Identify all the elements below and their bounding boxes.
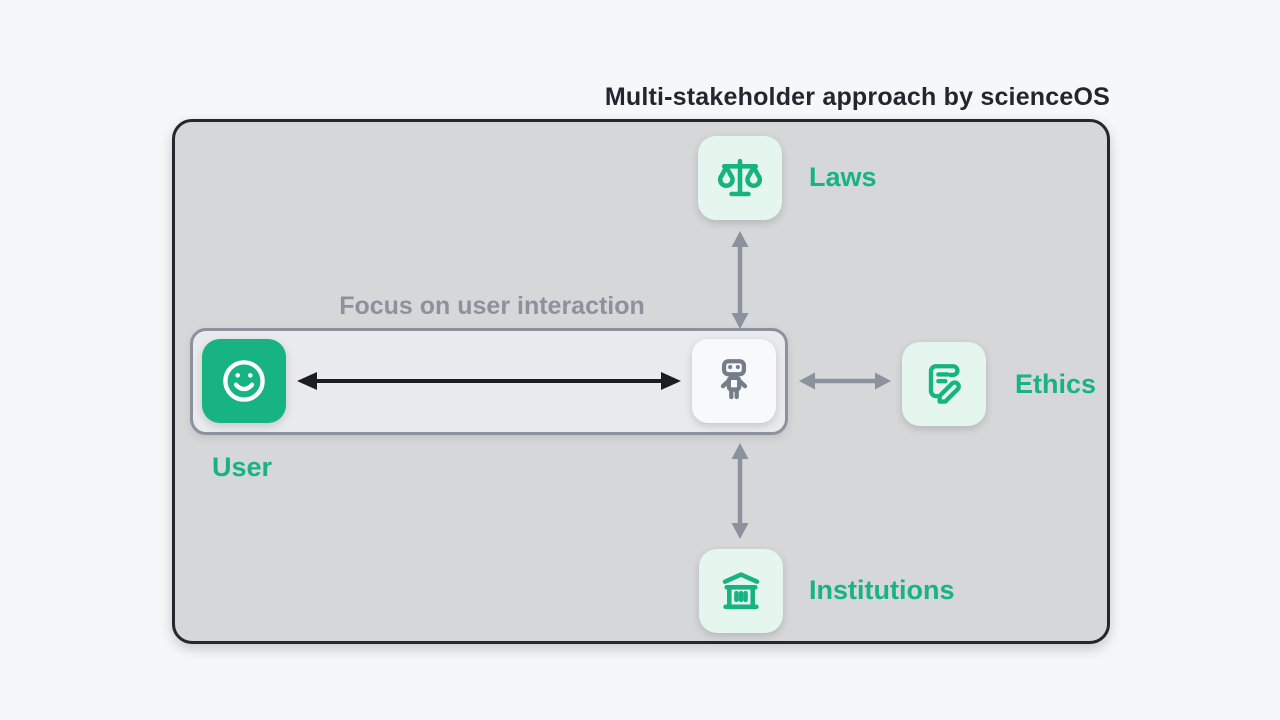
arrow-ai-institutions xyxy=(731,443,749,539)
diagram-title: Multi-stakeholder approach by scienceOS xyxy=(604,83,1110,111)
bank-icon xyxy=(722,572,760,610)
scales-icon xyxy=(717,158,763,197)
robot-icon xyxy=(720,359,748,400)
user-interaction-box xyxy=(190,328,788,435)
institutions-node xyxy=(699,549,783,633)
institutions-label: Institutions xyxy=(809,575,955,605)
smiley-face-icon xyxy=(223,360,265,402)
arrow-ai-ethics xyxy=(799,372,891,390)
ai-node xyxy=(692,339,776,423)
user-label: User xyxy=(212,452,273,482)
arrow-user-ai xyxy=(297,372,681,390)
scroll-pen-icon xyxy=(928,364,961,404)
stakeholder-panel: Laws Focus on user interaction xyxy=(172,119,1110,644)
user-node xyxy=(202,339,286,423)
laws-label: Laws xyxy=(809,162,877,192)
focus-label: Focus on user interaction xyxy=(339,292,645,320)
laws-node xyxy=(698,136,782,220)
arrow-ai-laws xyxy=(731,231,749,329)
ethics-label: Ethics xyxy=(1015,369,1097,399)
ethics-node xyxy=(902,342,986,426)
